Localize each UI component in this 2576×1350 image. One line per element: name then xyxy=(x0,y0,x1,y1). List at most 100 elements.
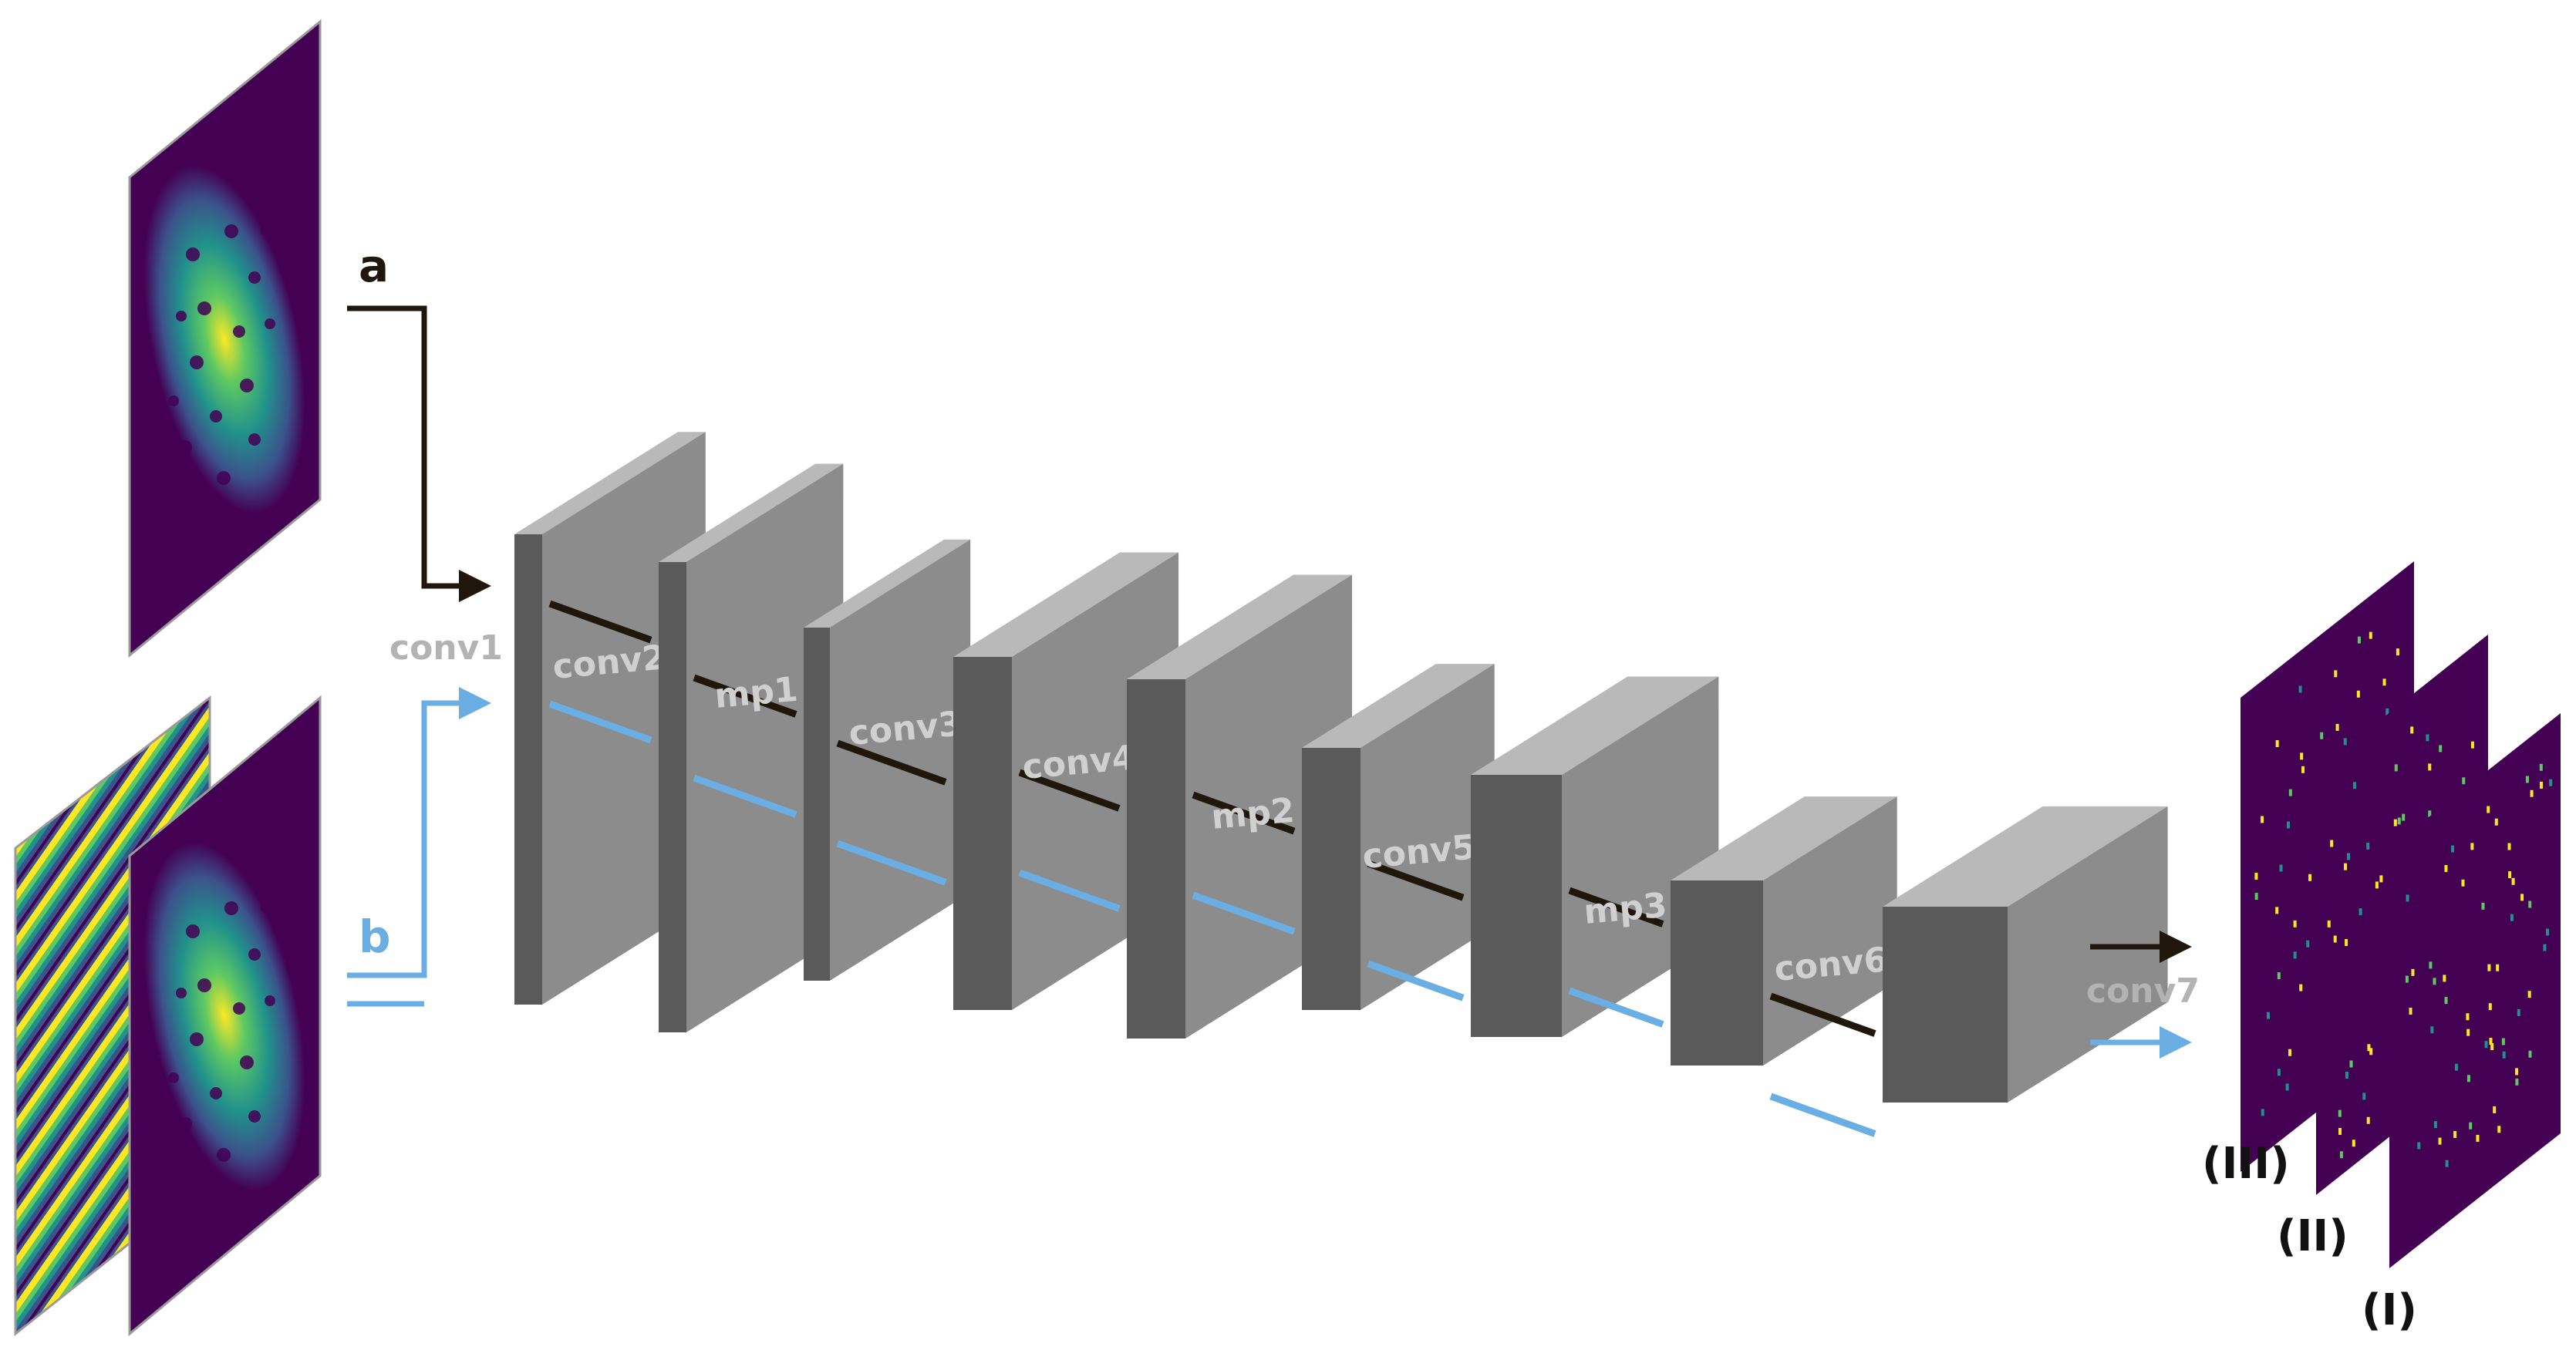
output-map-I-spot xyxy=(2433,1121,2437,1129)
output-map-II-spot xyxy=(2375,881,2379,889)
flow-arrow-b-conv4 xyxy=(1018,869,1121,912)
label-path-b: b xyxy=(359,911,391,963)
output-map-II-spot xyxy=(2402,813,2406,821)
flow-arrow-a-conv2 xyxy=(548,600,652,644)
output-map-I xyxy=(2389,713,2561,1268)
output-map-I-spot xyxy=(2430,1026,2434,1034)
output-map-III-spot xyxy=(2334,670,2338,678)
path-b-connector xyxy=(347,687,491,978)
output-map-I-spot xyxy=(2543,944,2547,951)
slab-mp2: conv5 xyxy=(1302,664,1495,1010)
flow-arrow-a-mp3 xyxy=(1568,887,1664,927)
output-map-I-spot xyxy=(2502,1051,2506,1059)
output-map-I-spot xyxy=(2520,894,2524,901)
output-map-III-spot xyxy=(2382,678,2386,686)
output-map-III-spot xyxy=(2261,1109,2264,1116)
output-map-I-spot xyxy=(2494,818,2498,826)
slab-mp2-side xyxy=(1360,664,1495,1010)
slab-mp3-side xyxy=(1763,796,1897,1066)
output-map-III-spot xyxy=(2261,816,2264,823)
flow-arrow-a-conv5 xyxy=(1367,860,1465,901)
output-map-I-spot xyxy=(2450,845,2454,853)
output-map-I-spot xyxy=(2528,1050,2532,1058)
output-map-III-spot xyxy=(2335,723,2339,731)
output-map-III-spot xyxy=(2266,1012,2270,1019)
output-map-I-spot xyxy=(2466,1028,2470,1036)
flow-arrow-a-conv4 xyxy=(1018,769,1121,812)
output-map-II-spot xyxy=(2366,842,2370,850)
output-map-I-spot xyxy=(2466,1013,2470,1021)
output-map-I-panel xyxy=(2389,713,2561,1268)
output-map-III-spot xyxy=(2320,732,2324,739)
output-map-I-spot xyxy=(2444,997,2448,1005)
output-map-III-spot xyxy=(2293,920,2297,927)
output-map-III-spot xyxy=(2277,972,2281,980)
output-map-II-spot xyxy=(2393,819,2397,826)
output-map-II-spot xyxy=(2367,1044,2371,1052)
output-map-II-spot xyxy=(2379,875,2383,883)
output-map-I-spot xyxy=(2501,1038,2505,1045)
slab-conv1-front xyxy=(514,534,542,1005)
output-map-II-spot xyxy=(2352,782,2356,789)
output-map-III-spot xyxy=(2275,740,2279,748)
output-map-I-spot xyxy=(2540,781,2544,789)
label-output-II: (II) xyxy=(2277,1211,2348,1261)
output-map-I-spot xyxy=(2409,1007,2412,1015)
output-map-I-spot xyxy=(2539,763,2543,771)
output-map-III-spot xyxy=(2285,1083,2289,1091)
output-map-I-spot xyxy=(2490,1043,2494,1051)
slab-conv2-top xyxy=(659,463,844,562)
output-map-II-spot xyxy=(2330,840,2334,847)
slab-mp3-front xyxy=(1671,880,1763,1066)
layer-label-mp1: mp1 xyxy=(713,670,800,716)
output-map-III-spot xyxy=(2306,940,2310,948)
output-map-II-spot xyxy=(2327,920,2331,927)
flow-arrow-a-conv3 xyxy=(836,739,947,786)
output-map-I-spot xyxy=(2453,1130,2457,1138)
flow-arrow-a-conv6 xyxy=(1769,992,1876,1037)
output-map-II-spot xyxy=(2362,1092,2366,1100)
output-map-I-spot xyxy=(2417,1142,2421,1150)
output-map-III-spot xyxy=(2343,738,2347,746)
slab-mp1: conv3 xyxy=(804,539,971,981)
slab-conv6 xyxy=(1883,806,2168,1103)
slab-mp3-top xyxy=(1671,796,1897,880)
output-map-III-spot xyxy=(2288,1049,2291,1056)
output-map-II-spot xyxy=(2366,1116,2370,1124)
flow-arrow-b-conv6 xyxy=(1769,1092,1876,1137)
output-map-I-spot xyxy=(2438,1137,2442,1145)
output-map-III-spot xyxy=(2293,951,2297,959)
output-map-II-spot xyxy=(2344,863,2348,870)
output-map-II-spot xyxy=(2426,734,2429,742)
output-map-I-spot xyxy=(2510,914,2514,921)
output-maps xyxy=(2241,561,2561,1268)
output-map-III-spot xyxy=(2396,648,2399,656)
slab-conv6-side xyxy=(2008,806,2168,1103)
output-map-I-spot xyxy=(2496,964,2500,971)
output-map-I-spot xyxy=(2546,928,2550,936)
output-map-II-spot xyxy=(2349,1060,2353,1068)
slab-conv3-top xyxy=(953,552,1179,657)
output-map-II-spot xyxy=(2410,726,2414,734)
flow-arrow-b-mp3 xyxy=(1568,987,1664,1028)
output-map-I-spot xyxy=(2487,806,2490,813)
output-map-I-spot xyxy=(2445,1160,2449,1167)
slab-mp3: conv6 xyxy=(1671,796,1897,1137)
output-map-I-spot xyxy=(2511,877,2515,885)
output-map-I-spot xyxy=(2493,1106,2497,1113)
label-output-I: (I) xyxy=(2362,1285,2417,1335)
slab-mp2-top xyxy=(1302,664,1495,748)
output-map-I-spot xyxy=(2489,1038,2493,1045)
output-map-III-spot xyxy=(2385,708,2389,715)
output-map-I-spot xyxy=(2497,1126,2501,1133)
flow-arrow-b-mp1 xyxy=(693,774,797,818)
output-map-I-spot xyxy=(2461,879,2465,887)
output-map-II-spot xyxy=(2369,1048,2373,1055)
path-a-connector xyxy=(347,305,491,602)
output-map-I-spot xyxy=(2530,789,2534,797)
slab-conv4-front xyxy=(1127,679,1185,1039)
layer-label-mp2: mp2 xyxy=(1210,791,1296,837)
output-map-I-spot xyxy=(2405,975,2409,983)
